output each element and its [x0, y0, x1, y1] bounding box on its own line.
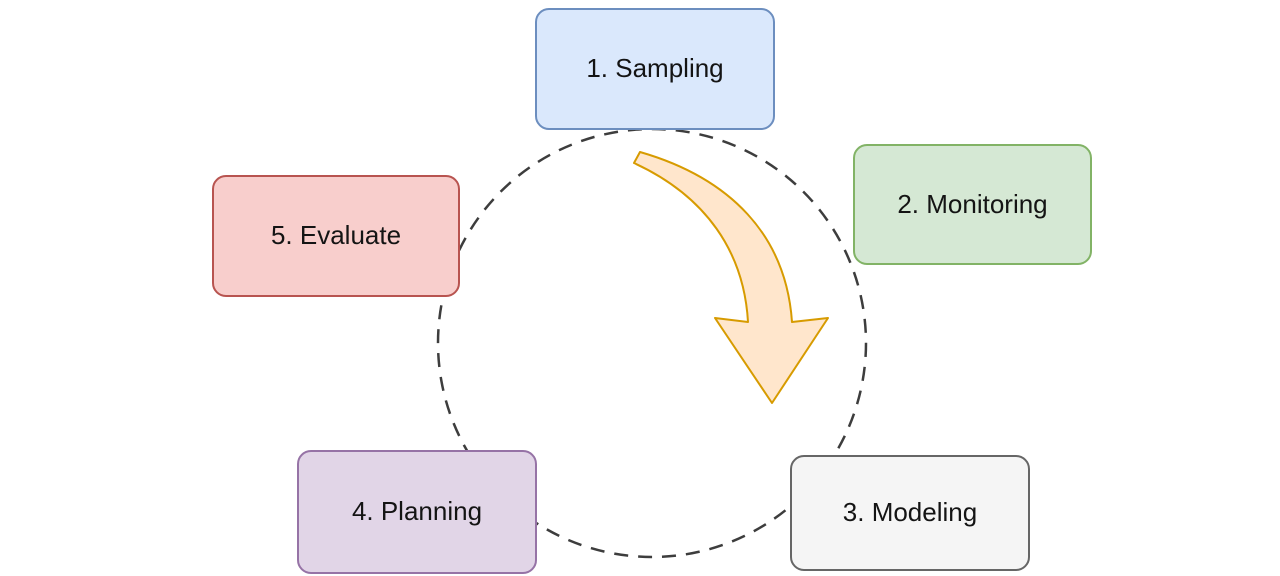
node-sampling-label: 1. Sampling [586, 53, 724, 84]
node-modeling-label: 3. Modeling [842, 497, 978, 528]
node-modeling: 3. Modeling [790, 455, 1030, 571]
clockwise-flow-arrow-outline [633, 151, 829, 404]
node-planning-label: 4. Planning [351, 496, 483, 527]
node-monitoring-label: 2. Monitoring [897, 188, 1048, 219]
node-evaluate-label: 5. Evaluate [270, 220, 402, 251]
node-planning: 4. Planning [297, 450, 537, 574]
node-sampling: 1. Sampling [535, 8, 775, 130]
clockwise-flow-arrow-icon [634, 152, 828, 403]
node-monitoring: 2. Monitoring [853, 144, 1092, 265]
node-evaluate: 5. Evaluate [212, 175, 460, 297]
